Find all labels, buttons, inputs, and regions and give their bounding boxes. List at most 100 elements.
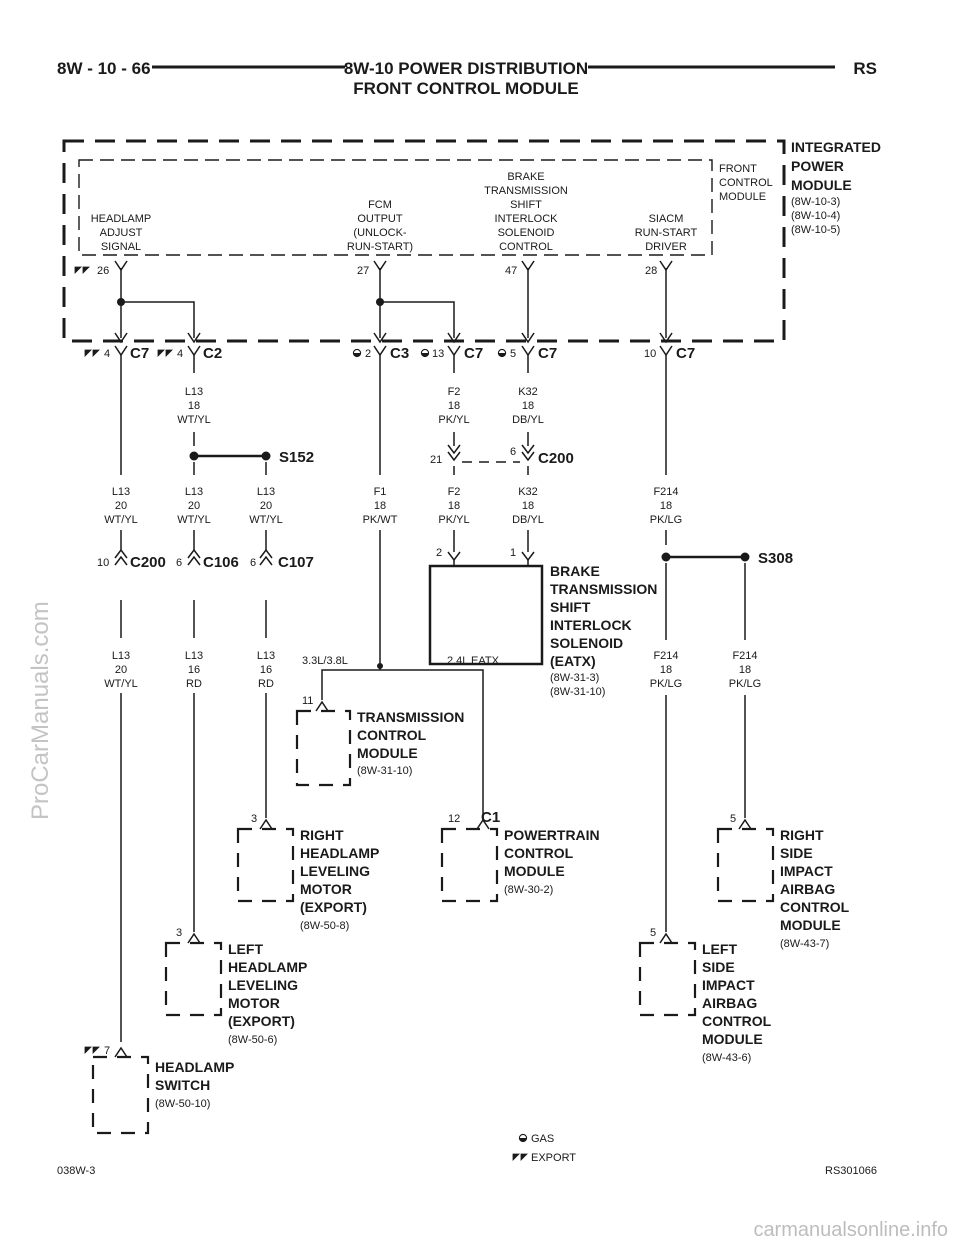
svg-text:(8W-31-10): (8W-31-10) <box>357 765 412 777</box>
svg-text:(8W-10-3)(8W-10-4)(8W-10-5): (8W-10-3) (8W-10-4) (8W-10-5) <box>791 196 840 236</box>
svg-text:(8W-31-3)(8W-31-10): (8W-31-3)(8W-31-10) <box>550 672 605 698</box>
svg-text:5: 5 <box>730 813 736 825</box>
svg-text:(8W-43-6): (8W-43-6) <box>702 1052 751 1064</box>
ipm-name-1: INTEGRATED <box>791 139 881 155</box>
s152-label: S152 <box>279 449 314 466</box>
svg-text:7: 7 <box>104 1045 110 1057</box>
c3-pin: 2 <box>365 348 371 360</box>
svg-text:12: 12 <box>448 813 460 825</box>
pin-28: 28 <box>645 265 657 277</box>
svg-text:(8W-43-7): (8W-43-7) <box>780 938 829 950</box>
c7b-pin: 13 <box>432 348 444 360</box>
c200a-pin-left: 21 <box>430 454 442 466</box>
pin-26: 26 <box>97 265 109 277</box>
ipm-ref-1: (8W-10-3) <box>791 196 840 208</box>
pin-27: 27 <box>357 265 369 277</box>
c7c-pin: 5 <box>510 348 516 360</box>
c107-pin: 6 <box>250 557 256 569</box>
svg-text:3: 3 <box>251 813 257 825</box>
svg-text:(8W-30-2): (8W-30-2) <box>504 884 553 896</box>
fcm-label-1: FRONT <box>719 163 757 175</box>
c3-name: C3 <box>390 345 409 362</box>
c200a-name: C200 <box>538 450 574 467</box>
bottom-watermark: carmanualsonline.info <box>753 1219 948 1241</box>
ipm-ref-3: (8W-10-5) <box>791 224 840 236</box>
svg-text:3: 3 <box>176 927 182 939</box>
svg-text:11: 11 <box>302 695 313 707</box>
c2-name: C2 <box>203 345 222 362</box>
s308-dot-right <box>740 552 750 562</box>
c200b-name: C200 <box>130 554 166 571</box>
branch-left: 3.3L/3.8L <box>302 655 348 667</box>
fcm-label-3: MODULE <box>719 191 766 203</box>
c7c-name: C7 <box>538 345 557 362</box>
c7a-pin: 4 <box>104 348 110 360</box>
svg-text:2: 2 <box>436 547 442 559</box>
page-subtitle: FRONT CONTROL MODULE <box>353 79 578 98</box>
c106-name: C106 <box>203 554 239 571</box>
c200a-pin-right: 6 <box>510 446 516 458</box>
c2-pin: 4 <box>177 348 183 360</box>
svg-text:5: 5 <box>650 927 656 939</box>
legend-export: EXPORT <box>531 1152 576 1164</box>
model-code: RS <box>853 59 877 78</box>
page-header: 8W - 10 - 66 8W-10 POWER DISTRIBUTION RS… <box>57 59 877 98</box>
c1-name: C1 <box>481 809 500 826</box>
integrated-power-module: INTEGRATED POWER MODULE (8W-10-3) (8W-10-4)… <box>62 139 881 343</box>
ipm-name-2: POWER <box>791 158 844 174</box>
footer-left-code: 038W-3 <box>57 1165 95 1177</box>
page-title: 8W-10 POWER DISTRIBUTION <box>344 59 588 78</box>
svg-text:(8W-50-10): (8W-50-10) <box>155 1098 210 1110</box>
svg-text:(8W-50-8): (8W-50-8) <box>300 920 349 932</box>
c107-name: C107 <box>278 554 314 571</box>
s308-label: S308 <box>758 550 793 567</box>
ipm-ref-2: (8W-10-4) <box>791 210 840 222</box>
pin-47: 47 <box>505 265 517 277</box>
ipm-name-3: MODULE <box>791 177 852 193</box>
svg-text:1: 1 <box>510 547 516 559</box>
c7b-name: C7 <box>464 345 483 362</box>
c7a-name: C7 <box>130 345 149 362</box>
s152-dot-right <box>261 451 271 461</box>
footer-right-code: RS301066 <box>825 1165 877 1177</box>
c7d-name: C7 <box>676 345 695 362</box>
top-connectors: 4 C7 4 C2 2 C3 13 C7 5 C7 10 C7 <box>84 345 695 362</box>
side-watermark: ProCarManuals.com <box>27 601 54 820</box>
c200b-pin: 10 <box>97 557 109 569</box>
page-code: 8W - 10 - 66 <box>57 59 151 78</box>
legend: GAS EXPORT <box>512 1133 576 1164</box>
svg-text:(8W-50-6): (8W-50-6) <box>228 1034 277 1046</box>
